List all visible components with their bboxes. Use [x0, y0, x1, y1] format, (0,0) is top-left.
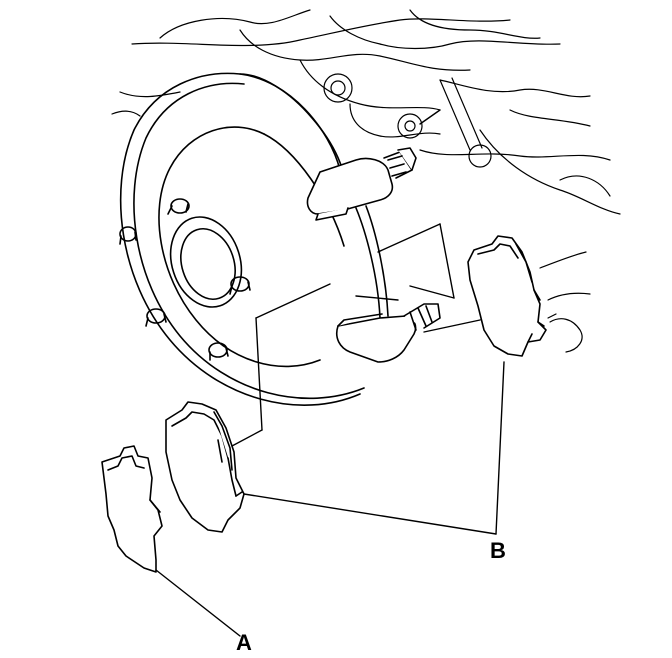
leader-lines: [155, 109, 505, 637]
brake-disc: [119, 72, 365, 406]
pad-shim-a: [101, 445, 163, 573]
callout-label-b: B: [490, 538, 506, 563]
suspension-linework: [111, 9, 621, 353]
brake-pad-front: [165, 401, 245, 533]
callout-label-a: A: [236, 630, 252, 655]
caliper-bracket: [306, 147, 441, 363]
brake-pad-b: [467, 235, 547, 357]
wheel-studs: [119, 198, 251, 361]
